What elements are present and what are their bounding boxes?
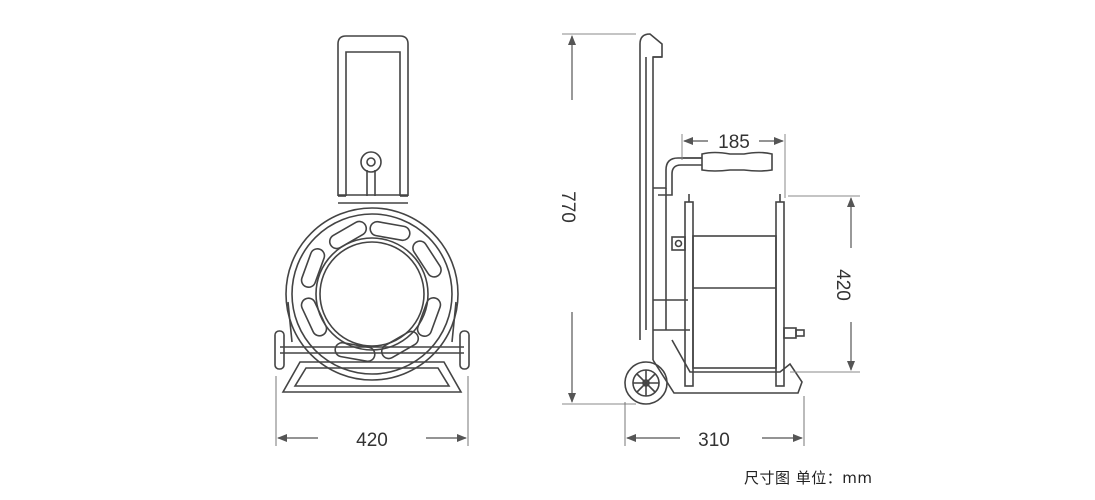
front-width-label: 420 [356,430,388,451]
side-pole [639,33,663,360]
depth-dimension: 310 [624,396,805,451]
front-drum [285,207,459,381]
height-dimension: 770 [557,33,636,405]
locking-knob [360,151,382,196]
front-view [274,35,470,393]
front-wheel-right [459,330,470,370]
handle-width-dimension: 185 [681,132,786,198]
side-grip [681,151,773,172]
drum-diameter-dimension: 420 [788,195,860,373]
front-base [281,361,463,393]
front-side-frames [287,301,457,343]
side-view [624,33,805,405]
drum-diameter-label: 420 [832,269,853,301]
side-drum [684,194,785,387]
side-frame [653,157,702,331]
front-crossbar [338,194,408,204]
front-axle [280,346,464,354]
side-base [652,339,803,394]
front-handle [337,35,409,197]
height-label: 770 [557,191,578,223]
handle-width-label: 185 [718,132,750,153]
depth-label: 310 [698,430,730,451]
side-wheel [624,361,668,405]
drum-slots [300,220,442,363]
hub-bolt [671,236,686,251]
side-connector [783,327,805,339]
units-caption: 尺寸图 单位：mm [744,469,873,487]
front-wheel-left [274,330,285,370]
front-width-dimension: 420 [275,376,469,451]
